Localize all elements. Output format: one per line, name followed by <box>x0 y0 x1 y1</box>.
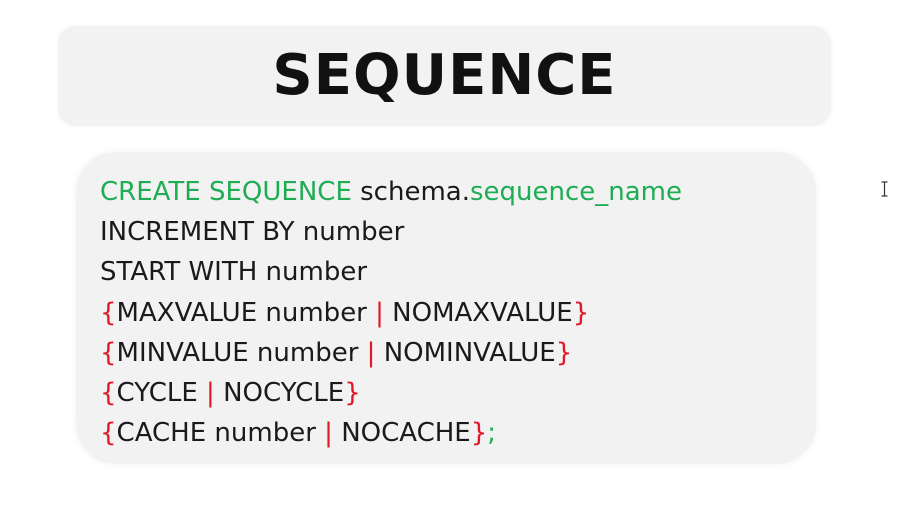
open-brace: { <box>100 337 117 368</box>
close-brace: } <box>555 337 573 368</box>
close-brace: } <box>344 377 361 408</box>
pipe-separator: | <box>206 377 215 408</box>
create-sequence-keyword: CREATE SEQUENCE <box>100 177 352 207</box>
nocache-option: NOCACHE <box>332 418 471 449</box>
syntax-line-start: START WITH number <box>100 252 682 292</box>
schema-text: schema. <box>351 177 470 207</box>
syntax-line-increment: INCREMENT BY number <box>100 212 682 252</box>
minvalue-option: MINVALUE number <box>116 337 367 368</box>
syntax-line-maxvalue: {MAXVALUE number | NOMAXVALUE} <box>100 293 682 333</box>
nominvalue-option: NOMINVALUE <box>375 337 556 368</box>
pipe-separator: | <box>366 337 376 368</box>
pipe-separator: | <box>324 418 333 449</box>
cache-option: CACHE number <box>116 418 325 449</box>
syntax-line-create: CREATE SEQUENCE schema.sequence_name <box>100 172 682 212</box>
nocycle-option: NOCYCLE <box>214 377 345 408</box>
syntax-card: CREATE SEQUENCE schema.sequence_name INC… <box>76 152 816 464</box>
nomaxvalue-option: NOMAXVALUE <box>383 297 573 328</box>
open-brace: { <box>100 418 117 449</box>
pipe-separator: | <box>375 297 384 328</box>
syntax-lines: CREATE SEQUENCE schema.sequence_name INC… <box>100 172 682 453</box>
syntax-line-cache: {CACHE number | NOCACHE}; <box>100 413 682 453</box>
cycle-option: CYCLE <box>116 377 207 408</box>
sequence-name-text: sequence_name <box>469 177 683 207</box>
increment-by-text: INCREMENT BY number <box>100 217 405 248</box>
statement-terminator: ; <box>487 418 497 449</box>
start-with-text: START WITH number <box>100 257 368 288</box>
maxvalue-option: MAXVALUE number <box>116 297 376 328</box>
open-brace: { <box>100 377 117 408</box>
close-brace: } <box>470 418 488 449</box>
syntax-line-cycle: {CYCLE | NOCYCLE} <box>100 373 682 413</box>
slide-title: SEQUENCE <box>272 43 617 108</box>
title-card: SEQUENCE <box>58 26 831 126</box>
open-brace: { <box>100 297 117 328</box>
syntax-line-minvalue: {MINVALUE number | NOMINVALUE} <box>100 333 682 373</box>
close-brace: } <box>572 297 590 328</box>
text-cursor-icon <box>881 181 888 197</box>
